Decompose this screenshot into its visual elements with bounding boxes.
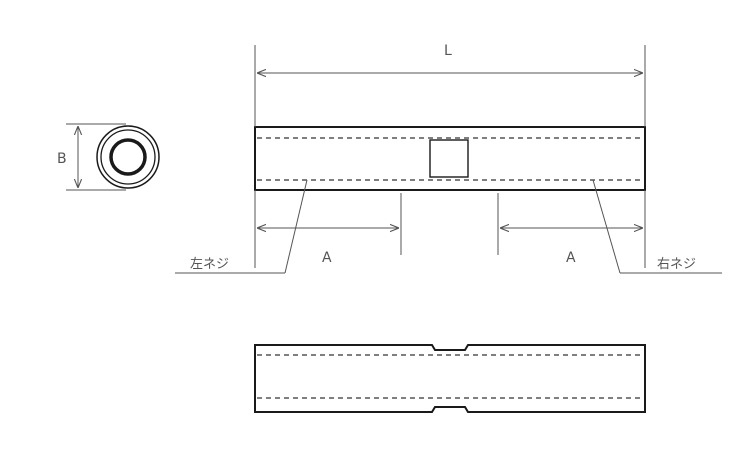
right-thread-label: 右ネジ xyxy=(657,257,696,272)
dimension-l: L xyxy=(254,43,646,127)
thread-length-left-label: A xyxy=(322,250,332,266)
dimension-a-left: A xyxy=(254,190,402,268)
dimension-a-right: A xyxy=(497,190,646,268)
side-view-bottom xyxy=(254,344,646,413)
length-label: L xyxy=(444,43,452,59)
thread-length-right-label: A xyxy=(566,250,576,266)
left-thread-label: 左ネジ xyxy=(190,257,229,272)
right-thread-callout: 右ネジ xyxy=(592,179,722,274)
dimension-b: B xyxy=(57,123,126,191)
left-thread-callout: 左ネジ xyxy=(175,179,308,274)
diameter-label: B xyxy=(57,151,67,167)
side-view-top xyxy=(254,126,646,191)
end-view xyxy=(96,125,160,189)
